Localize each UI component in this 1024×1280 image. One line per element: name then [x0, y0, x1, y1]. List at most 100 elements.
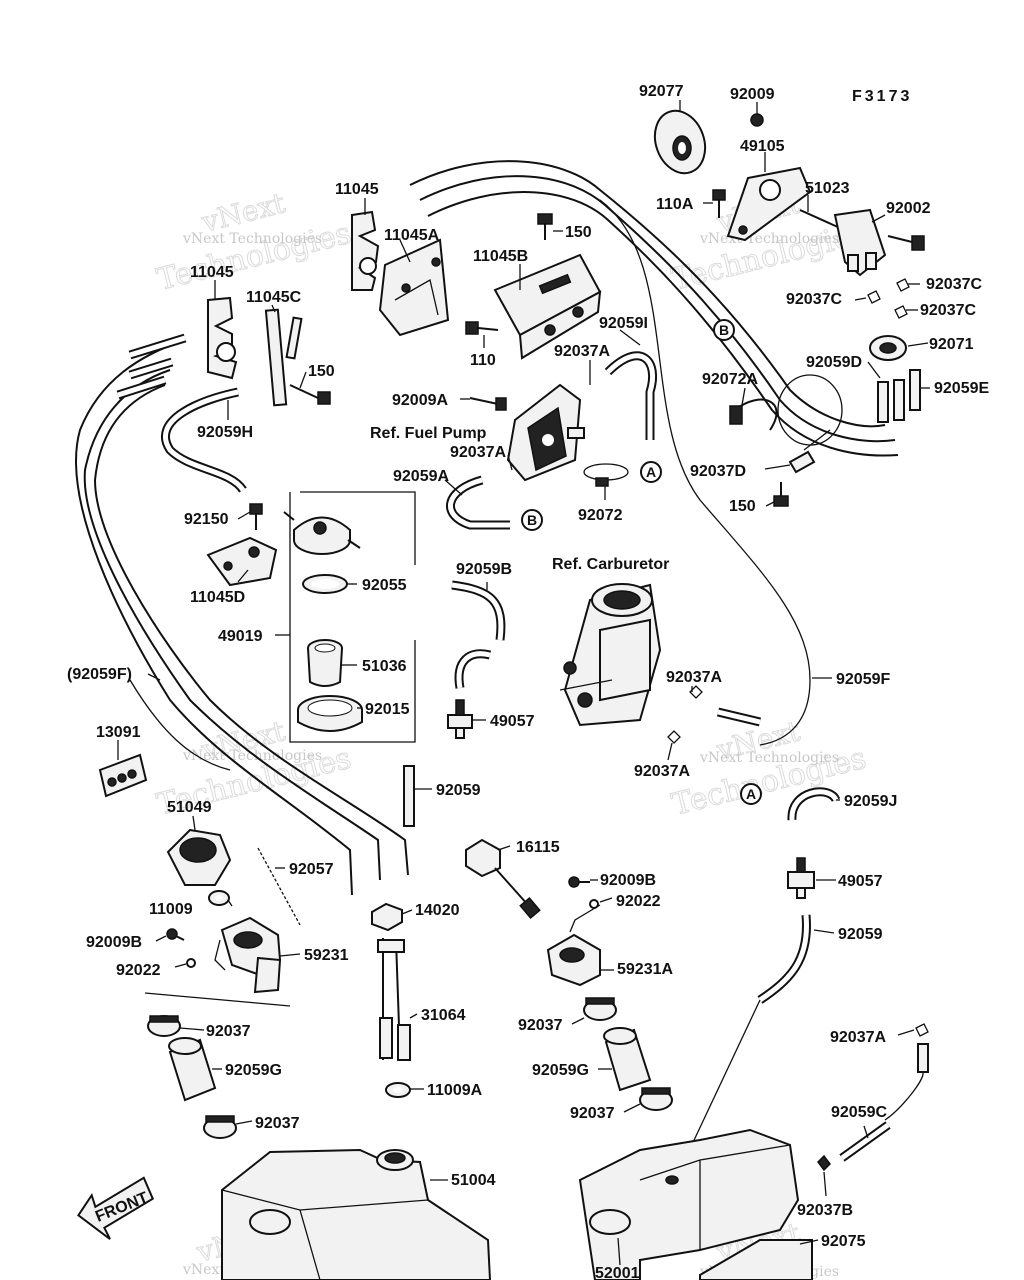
part-150-bolt-right	[773, 482, 789, 507]
label-51004: 51004	[451, 1172, 496, 1189]
label-92059I: 92059I	[599, 315, 648, 332]
label-59231: 59231	[304, 947, 349, 964]
label-51036: 51036	[362, 658, 407, 675]
part-92059C-hose-stubs	[839, 1043, 929, 1162]
svg-text:vNext Technologies: vNext Technologies	[699, 750, 839, 766]
label-11045A: 11045A	[384, 227, 440, 244]
label-92037A-a: 92037A	[554, 343, 610, 360]
label-92037A-e: 92037A	[830, 1029, 886, 1046]
label-92059C: 92059C	[831, 1104, 887, 1121]
label-11045-b: 11045	[190, 264, 234, 281]
label-92037B: 92037B	[797, 1202, 853, 1219]
svg-text:vNext Technologies: vNext Technologies	[699, 231, 839, 247]
label-92037C-1: 92037C	[926, 276, 982, 293]
label-92077: 92077	[639, 83, 684, 100]
part-92072-clamp	[583, 463, 629, 487]
label-13091: 13091	[96, 724, 141, 741]
label-92072A: 92072A	[702, 371, 758, 388]
label-59231A: 59231A	[617, 961, 673, 978]
part-92077-cap	[653, 109, 707, 175]
label-92059F-paren: (92059F)	[67, 666, 132, 683]
svg-text:A: A	[646, 464, 656, 480]
part-92075-pad	[699, 1239, 813, 1280]
label-49057-b: 49057	[838, 873, 883, 890]
svg-text:vNext Technologies: vNext Technologies	[182, 748, 322, 764]
part-92059G-hose-right	[603, 1027, 652, 1092]
hose-bundle-upper-left	[116, 333, 187, 400]
part-92037-clamp-left-lower	[203, 1115, 237, 1139]
label-11009A: 11009A	[427, 1082, 483, 1099]
long-hoses	[75, 160, 899, 896]
part-11009A-gasket	[385, 1082, 411, 1098]
svg-text:Technologies: Technologies	[153, 216, 354, 298]
label-92055: 92055	[362, 577, 407, 594]
part-92059G-hose-left	[168, 1037, 217, 1102]
part-92009B-screw-left	[166, 928, 185, 941]
label-49105: 49105	[740, 138, 785, 155]
label-11045C: 11045C	[246, 289, 302, 306]
part-49057-filter-lower	[787, 857, 815, 899]
label-92072: 92072	[578, 507, 623, 524]
label-92037C-3: 92037C	[920, 302, 976, 319]
part-92059E-hose-stubs	[877, 369, 921, 423]
label-11009: 11009	[149, 901, 193, 918]
part-49105-bracket	[726, 166, 812, 242]
label-92059A: 92059A	[393, 468, 449, 485]
label-52001: 52001	[595, 1265, 640, 1280]
label-49019: 49019	[218, 628, 263, 645]
leader-lines	[117, 100, 930, 1266]
label-92009B-a: 92009B	[86, 934, 142, 951]
part-carburetor	[559, 583, 662, 727]
svg-text:B: B	[527, 512, 537, 528]
label-92059F: 92059F	[836, 671, 890, 688]
front-arrow: FRONT	[77, 1176, 155, 1240]
part-31064-fuel-gauge	[377, 938, 411, 1061]
part-92037D-clip	[788, 429, 831, 474]
callout-b-upper: B	[713, 319, 735, 341]
part-51036-filter-element	[307, 639, 343, 687]
label-92059D: 92059D	[806, 354, 862, 371]
label-150-c: 150	[729, 498, 756, 515]
part-14020-nut	[371, 902, 403, 932]
part-51049-cap	[166, 828, 232, 886]
label-92009: 92009	[730, 86, 775, 103]
part-49057-filter-upper	[447, 699, 473, 739]
part-92059A-hose	[446, 475, 510, 530]
label-11045D: 11045D	[190, 589, 245, 606]
label-150-b: 150	[308, 363, 335, 380]
label-92002: 92002	[886, 200, 931, 217]
label-92150: 92150	[184, 511, 229, 528]
part-110A-bolt	[712, 189, 726, 218]
part-92059J-hose	[787, 787, 841, 821]
figure-code: F3173	[852, 88, 912, 105]
label-14020: 14020	[415, 902, 460, 919]
part-92057-strap	[257, 847, 301, 926]
part-11045-clamp-upper	[351, 210, 380, 291]
svg-text:B: B	[719, 322, 729, 338]
part-11045A-bracket	[378, 238, 450, 337]
label-92009A: 92009A	[392, 392, 448, 409]
part-92009A-screw	[469, 397, 507, 411]
label-92059E: 92059E	[934, 380, 989, 397]
svg-text:vNext Technologies: vNext Technologies	[182, 231, 322, 247]
part-92150-screw	[249, 503, 263, 530]
label-92059B: 92059B	[456, 561, 512, 578]
label-92037-d: 92037	[570, 1105, 615, 1122]
part-92009-screw	[750, 113, 764, 127]
part-150-bolt-top	[537, 213, 553, 240]
label-92057: 92057	[289, 861, 334, 878]
part-92009B-screw-right	[568, 876, 590, 888]
label-92059-a: 92059	[436, 782, 481, 799]
part-92037C-clips	[867, 278, 910, 319]
part-92015-bowl-ring	[297, 695, 363, 732]
label-92059J: 92059J	[844, 793, 897, 810]
part-filter-head	[283, 511, 361, 555]
label-92037A-c: 92037A	[666, 669, 722, 686]
part-11009-gasket	[208, 890, 230, 906]
part-92002-screw	[887, 235, 925, 251]
part-49019-filter-bracket	[289, 491, 416, 743]
label-110A: 110A	[656, 196, 694, 213]
part-13091-clamp	[98, 753, 148, 798]
part-51004-fuel-tank	[221, 1148, 492, 1280]
label-92037C-2: 92037C	[786, 291, 842, 308]
